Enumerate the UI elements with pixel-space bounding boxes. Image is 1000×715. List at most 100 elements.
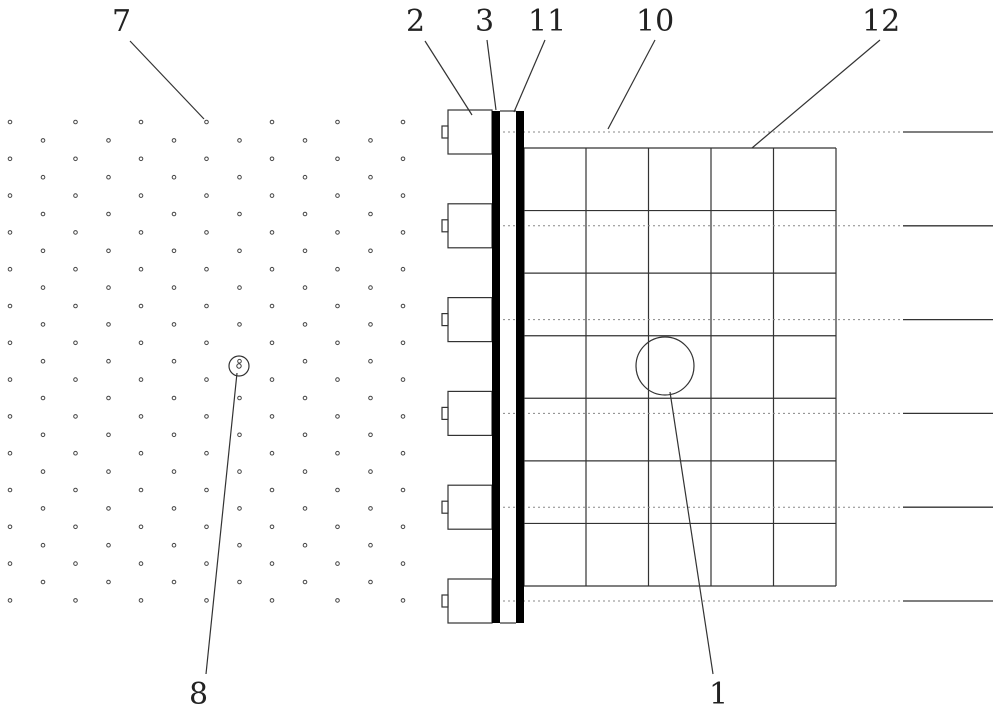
field-dot <box>171 542 177 548</box>
field-dot <box>302 138 308 143</box>
field-dot <box>335 598 340 603</box>
field-dot <box>237 506 242 511</box>
field-dot <box>302 174 308 180</box>
field-dot <box>7 340 13 346</box>
field-dot <box>106 211 111 217</box>
field-dot <box>106 506 111 511</box>
label-1: 1 <box>709 677 728 712</box>
field-dot <box>204 266 209 272</box>
field-dot <box>204 598 209 603</box>
field-dot <box>171 322 177 327</box>
field-dot <box>73 230 78 235</box>
field-dot <box>138 561 144 566</box>
field-dot <box>302 506 308 511</box>
field-dot <box>237 395 242 401</box>
field-dot <box>368 579 373 585</box>
field-dot <box>400 230 406 235</box>
field-dot <box>269 340 275 346</box>
label-12: 12 <box>862 4 900 39</box>
field-dot <box>7 377 13 382</box>
field-dot <box>368 174 373 180</box>
field-dot <box>204 377 209 382</box>
field-dot <box>302 322 308 327</box>
field-dot <box>7 156 13 162</box>
field-dot <box>237 358 242 364</box>
field-dot <box>335 119 340 125</box>
field-dot <box>368 322 373 327</box>
field-dot <box>368 432 373 438</box>
field-dot <box>237 138 242 143</box>
field-dot <box>7 266 13 272</box>
field-dot <box>7 414 13 419</box>
field-dot <box>171 211 177 217</box>
field-dot <box>73 303 78 309</box>
field-dot <box>40 138 46 143</box>
grid-12 <box>523 147 837 587</box>
label-3: 3 <box>475 4 494 39</box>
field-dot <box>171 469 177 474</box>
field-dot <box>400 487 406 493</box>
field-dot <box>171 358 177 364</box>
field-dot <box>7 561 13 566</box>
field-dot <box>204 414 209 419</box>
field-dot <box>400 156 406 162</box>
field-dot <box>7 487 13 493</box>
field-dot <box>138 524 144 530</box>
dot-field <box>7 119 406 603</box>
label-2: 2 <box>406 4 425 39</box>
field-dot <box>204 524 209 530</box>
field-dot <box>335 303 340 309</box>
field-dot <box>400 119 406 125</box>
field-dot <box>335 266 340 272</box>
field-dot <box>269 230 275 235</box>
field-dot <box>171 174 177 180</box>
field-dot <box>302 432 308 438</box>
field-dot <box>171 248 177 254</box>
field-dot <box>40 469 46 474</box>
field-dot <box>171 579 177 585</box>
field-dot <box>400 598 406 603</box>
field-dot <box>368 469 373 474</box>
field-dot <box>171 285 177 290</box>
field-dot <box>73 598 78 603</box>
field-dot <box>40 542 46 548</box>
grid-circle-1 <box>635 336 695 396</box>
field-dot <box>73 119 78 125</box>
field-dot <box>73 266 78 272</box>
field-dot <box>171 395 177 401</box>
field-dot <box>368 138 373 143</box>
field-dot <box>400 561 406 566</box>
field-dot <box>368 358 373 364</box>
field-dot <box>335 230 340 235</box>
field-dot <box>368 248 373 254</box>
field-dot <box>269 156 275 162</box>
field-dot <box>7 524 13 530</box>
field-dot <box>73 340 78 346</box>
field-dot <box>106 395 111 401</box>
field-dot <box>73 156 78 162</box>
field-dot <box>335 414 340 419</box>
field-dot <box>269 193 275 198</box>
field-dot <box>237 542 242 548</box>
field-dot <box>138 340 144 346</box>
field-dot <box>302 395 308 401</box>
field-dot <box>138 156 144 162</box>
field-dot <box>7 230 13 235</box>
field-dot <box>368 395 373 401</box>
field-dot <box>400 414 406 419</box>
field-dot <box>106 358 111 364</box>
field-dot <box>368 285 373 290</box>
field-dot <box>106 285 111 290</box>
field-dot <box>138 487 144 493</box>
field-dot <box>106 138 111 143</box>
field-dot <box>237 579 242 585</box>
field-dot <box>73 377 78 382</box>
field-dot <box>302 285 308 290</box>
field-dot <box>335 193 340 198</box>
field-dot <box>269 266 275 272</box>
field-dot <box>400 340 406 346</box>
field-dot <box>400 450 406 456</box>
field-dot <box>237 469 242 474</box>
sensor-box <box>441 203 493 249</box>
field-dot <box>204 450 209 456</box>
